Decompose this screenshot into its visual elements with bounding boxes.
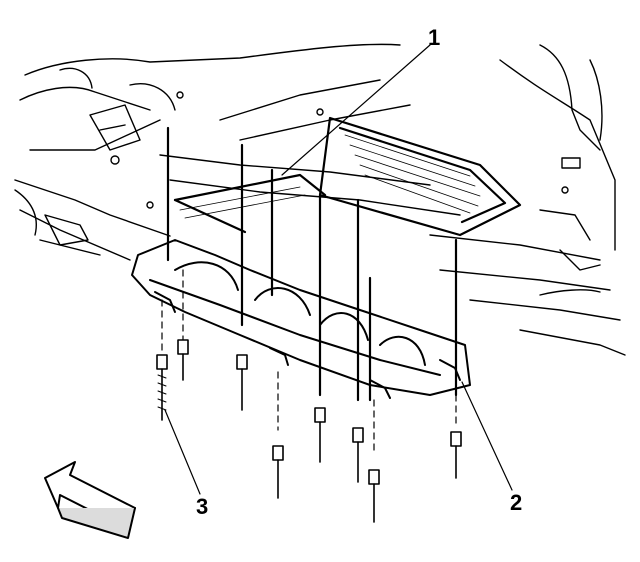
rail-hatching xyxy=(179,134,481,219)
callout-label-2: 2 xyxy=(510,490,523,515)
nut-1 xyxy=(177,339,189,381)
callout-label-1: 1 xyxy=(428,25,441,50)
dashed-projection-lines xyxy=(161,269,457,456)
nut-5 xyxy=(450,431,462,479)
nut-7 xyxy=(368,469,380,523)
nut-6 xyxy=(272,445,284,499)
fasteners xyxy=(156,339,462,523)
heat-shield xyxy=(131,239,471,399)
nut-4 xyxy=(352,427,364,483)
callout-label-3: 3 xyxy=(196,494,209,519)
nut-2 xyxy=(236,354,248,411)
stud-alignment-lines xyxy=(166,126,458,402)
leader-3 xyxy=(164,409,201,495)
callout-leader-lines xyxy=(164,44,513,495)
nut-3 xyxy=(314,407,326,463)
front-direction-arrow-icon xyxy=(44,461,136,539)
threaded-stud xyxy=(156,354,168,421)
leader-2 xyxy=(461,381,513,491)
leader-1 xyxy=(281,44,431,176)
floor-rail-channel xyxy=(173,116,522,237)
